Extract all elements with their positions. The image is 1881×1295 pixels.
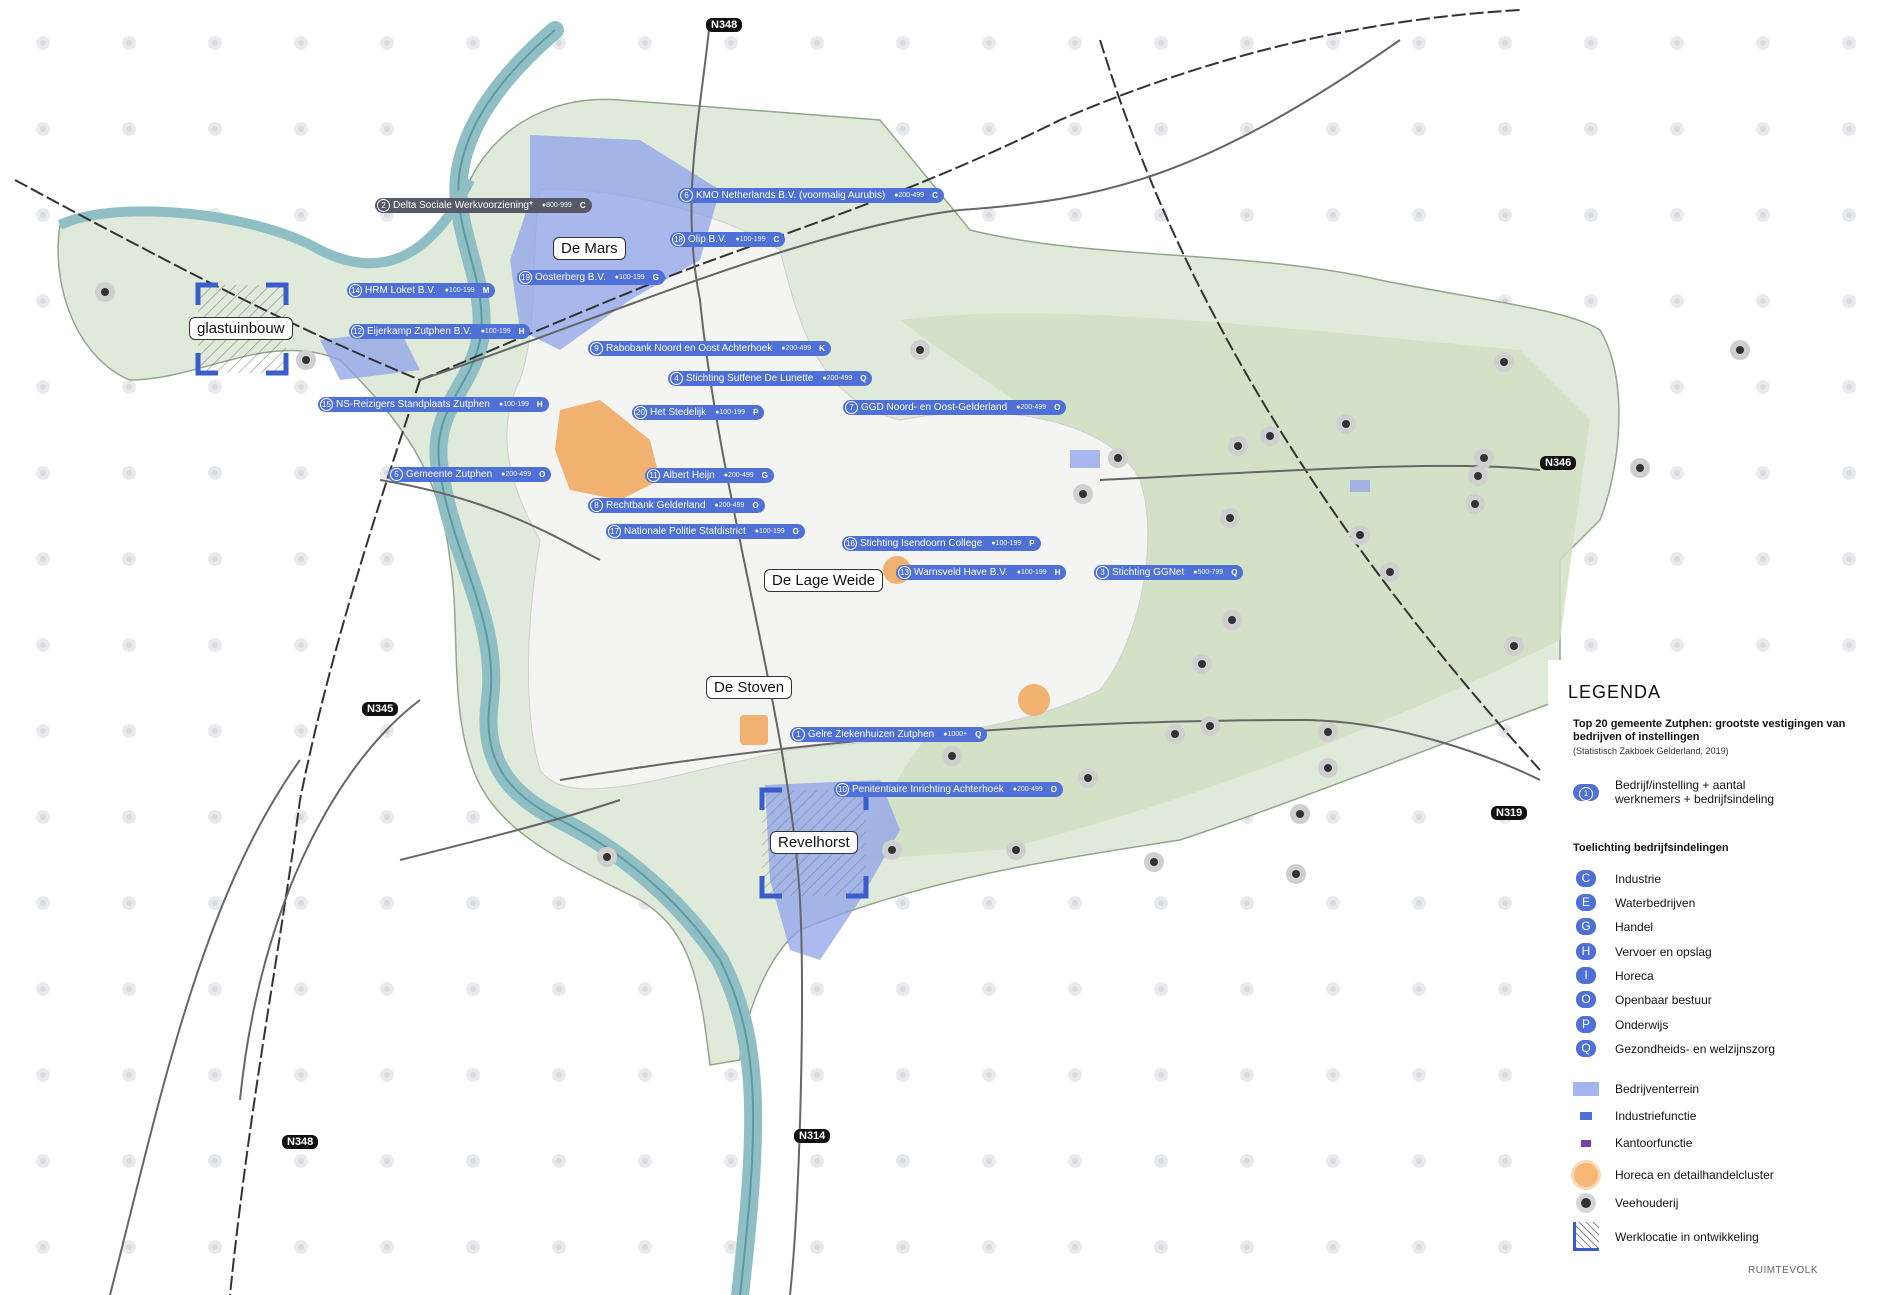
road-badge: N319 xyxy=(1491,806,1528,820)
road-badge: N348 xyxy=(282,1135,319,1149)
place-label: De Lage Weide xyxy=(764,569,884,592)
legend-item-livestock: Veehouderij xyxy=(1573,1196,1678,1210)
office-icon xyxy=(1581,1139,1591,1147)
road-badge: N348 xyxy=(706,18,743,32)
road-badge: N346 xyxy=(1540,456,1577,470)
industry-icon xyxy=(1580,1112,1592,1120)
legend-item-industry: Industriefunctie xyxy=(1573,1109,1696,1123)
place-label: glastuinbouw xyxy=(189,317,293,340)
road-badge: N345 xyxy=(362,702,399,716)
legend-item-company: 1 Bedrijf/instelling + aantal werknemers… xyxy=(1573,778,1795,806)
road-badge: N314 xyxy=(794,1129,831,1143)
legend-subtitle: Top 20 gemeente Zutphen: grootste vestig… xyxy=(1573,718,1846,743)
development-site-icon xyxy=(1573,1222,1599,1251)
retail-cluster-icon xyxy=(1574,1163,1598,1187)
legend-item-retail: Horeca en detailhandelcluster xyxy=(1573,1163,1774,1187)
legend-source: (Statistisch Zakboek Gelderland, 2019) xyxy=(1573,746,1729,756)
roads xyxy=(109,19,1541,1295)
place-label: De Stoven xyxy=(706,676,793,699)
legend-panel: LEGENDA Top 20 gemeente Zutphen: grootst… xyxy=(1548,660,1878,1295)
legend-title: LEGENDA xyxy=(1568,682,1662,702)
company-badge-icon: 1 xyxy=(1573,783,1599,801)
legend-item-office: Kantoorfunctie xyxy=(1573,1136,1692,1150)
place-label: Revelhorst xyxy=(770,831,858,854)
legend-item-development: Werklocatie in ontwikkeling xyxy=(1573,1222,1759,1251)
legend-item-business-park: Bedrijventerrein xyxy=(1573,1082,1699,1096)
business-park-swatch xyxy=(1573,1082,1599,1096)
place-label: De Mars xyxy=(553,237,626,260)
credit-label: RUIMTEVOLK xyxy=(1748,1265,1819,1276)
livestock-farms xyxy=(95,282,1750,884)
livestock-icon xyxy=(1581,1198,1591,1208)
legend-categories-heading: Toelichting bedrijfsindelingen xyxy=(1573,842,1729,854)
